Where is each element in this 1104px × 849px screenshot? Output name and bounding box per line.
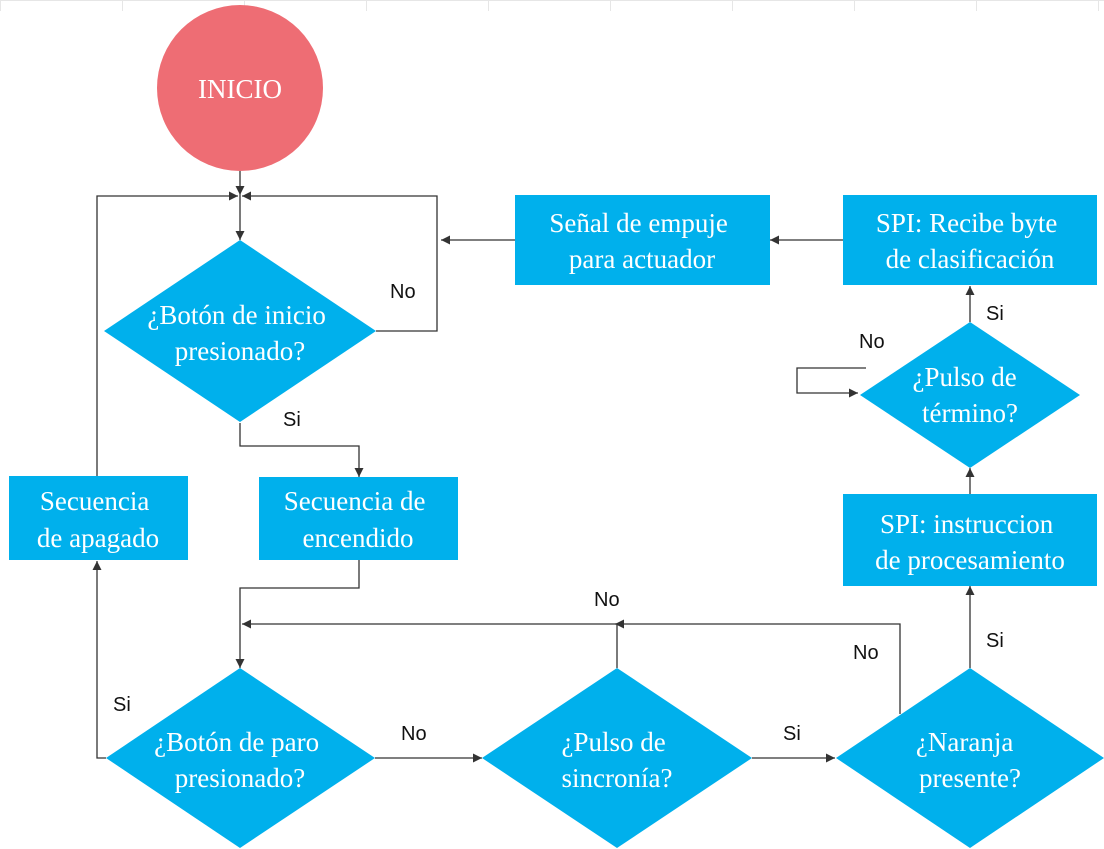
decision-diamond <box>860 322 1080 468</box>
label-paro-si: Si <box>113 694 131 716</box>
svg-text:¿Botón de inicio presion: ¿Botón de inicio presionado? <box>147 300 332 366</box>
svg-text:¿Botón de paro presionad: ¿Botón de paro presionado? <box>154 727 326 793</box>
label-sincronia-no: No <box>594 589 620 611</box>
node-boton-paro[interactable]: ¿Botón de paro presionado? <box>106 668 375 848</box>
node-secuencia-apagado[interactable]: Secuencia de apagado <box>9 476 188 560</box>
process-box <box>843 494 1097 586</box>
process-box <box>843 195 1097 285</box>
label-naranja-si: Si <box>986 630 1004 652</box>
node-pulso-sincronia[interactable]: ¿Pulso de sincronía? <box>482 668 752 848</box>
sincronia-line-1: ¿Pulso de <box>562 727 666 757</box>
encendido-line-2: encendido <box>303 523 414 553</box>
label-inicio-si: Si <box>283 409 301 431</box>
svg-text:¿Pulso de término?: ¿Pulso de término? <box>913 362 1024 428</box>
edge-naranja-no <box>615 619 901 714</box>
node-spi-instruccion[interactable]: SPI: instruccion de procesamiento <box>843 494 1097 586</box>
termino-line-2: término? <box>922 398 1018 428</box>
svg-text:SPI: Recibe byte de clas: SPI: Recibe byte de clasificación <box>876 208 1064 274</box>
process-box <box>515 195 770 285</box>
node-secuencia-encendido[interactable]: Secuencia de encendido <box>259 477 458 560</box>
naranja-line-1: ¿Naranja <box>916 727 1013 757</box>
svg-text:SPI: instruccion de proc: SPI: instruccion de procesamiento <box>875 509 1065 575</box>
senal-line-1: Señal de empuje <box>549 208 727 238</box>
process-box <box>9 476 188 560</box>
spi-recibe-line-2: de clasificación <box>886 244 1055 274</box>
svg-text:¿Pulso de sincronía?: ¿Pulso de sincronía? <box>562 727 673 793</box>
sincronia-line-2: sincronía? <box>562 763 673 793</box>
svg-text:Señal de empuje para act: Señal de empuje para actuador <box>549 208 734 274</box>
svg-text:INICIO: INICIO <box>198 74 282 104</box>
inicio-label: INICIO <box>198 74 282 104</box>
svg-text:¿Naranja presente?: ¿Naranja presente? <box>916 727 1021 793</box>
svg-text:Secuencia de apagado: Secuencia de apagado <box>37 486 159 553</box>
node-pulso-termino[interactable]: ¿Pulso de término? <box>860 322 1080 468</box>
boton-inicio-line-2: presionado? <box>175 336 305 366</box>
process-box <box>259 477 458 560</box>
node-spi-recibe[interactable]: SPI: Recibe byte de clasificación <box>843 195 1097 285</box>
spi-instr-line-1: SPI: instruccion <box>880 509 1054 539</box>
label-inicio-no: No <box>390 281 416 303</box>
apagado-line-1: Secuencia <box>40 486 149 516</box>
canvas-grid <box>0 0 1104 11</box>
termino-line-1: ¿Pulso de <box>913 362 1017 392</box>
apagado-line-2: de apagado <box>37 523 159 553</box>
label-naranja-no: No <box>853 642 879 664</box>
edge-boton-inicio-si <box>239 423 364 477</box>
node-senal-empuje[interactable]: Señal de empuje para actuador <box>515 195 770 285</box>
start-circle <box>157 5 323 171</box>
edge-termino-no-loop <box>796 367 866 398</box>
label-termino-si: Si <box>986 303 1004 325</box>
encendido-line-1: Secuencia de <box>284 486 426 516</box>
decision-diamond <box>482 668 752 848</box>
senal-line-2: para actuador <box>569 244 715 274</box>
svg-text:Secuencia de encendido: Secuencia de encendido <box>284 486 432 553</box>
edge-paro-si-to-apagado <box>92 561 106 759</box>
edges <box>92 171 975 763</box>
label-sincronia-si: Si <box>783 723 801 745</box>
decision-diamond <box>106 668 375 848</box>
spi-recibe-line-1: SPI: Recibe byte <box>876 208 1057 238</box>
edge-labels: No Si No Si Si No No Si No Si <box>113 281 1004 745</box>
edge-sincronia-no <box>242 619 618 668</box>
decision-diamond <box>104 240 376 422</box>
label-paro-no: No <box>401 723 427 745</box>
boton-inicio-line-1: ¿Botón de inicio <box>147 300 325 330</box>
spi-instr-line-2: de procesamiento <box>875 545 1065 575</box>
edge-encendido-to-paro <box>235 560 360 668</box>
paro-line-1: ¿Botón de paro <box>154 727 319 757</box>
node-inicio[interactable]: INICIO <box>157 5 323 171</box>
naranja-line-2: presente? <box>919 763 1021 793</box>
edge-apagado-to-loop <box>96 191 238 476</box>
label-termino-no: No <box>859 331 885 353</box>
paro-line-2: presionado? <box>175 763 305 793</box>
edge-boton-inicio-no-loop <box>242 191 438 332</box>
node-boton-inicio[interactable]: ¿Botón de inicio presionado? <box>104 240 376 422</box>
decision-diamond <box>836 668 1104 848</box>
node-naranja[interactable]: ¿Naranja presente? <box>836 668 1104 848</box>
